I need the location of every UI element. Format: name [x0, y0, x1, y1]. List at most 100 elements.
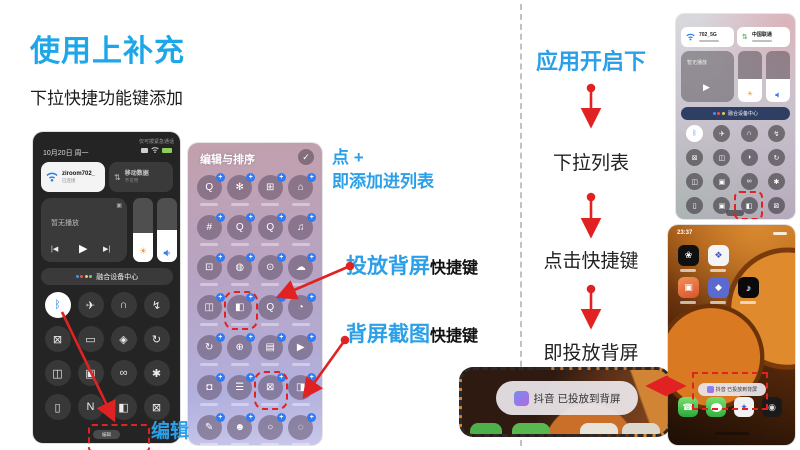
shortcut-cell[interactable]: # +	[194, 213, 225, 255]
quick-toggle-icon[interactable]: ↯	[767, 125, 785, 142]
shortcut-cell[interactable]: ✻ +	[225, 173, 256, 215]
quick-toggle-icon[interactable]: ∩	[110, 292, 137, 318]
shortcut-cell[interactable]: ◧ +	[223, 291, 257, 335]
play-button[interactable]: ▶	[703, 82, 710, 92]
add-plus-badge[interactable]: +	[307, 413, 317, 422]
device-hub-bar[interactable]: 融合设备中心	[681, 107, 790, 120]
volume-slider[interactable]	[766, 51, 790, 102]
add-plus-badge[interactable]: +	[215, 373, 225, 382]
shortcut-cell[interactable]: ▤ +	[255, 333, 286, 375]
add-plus-badge[interactable]: +	[215, 413, 225, 422]
confirm-check-button[interactable]: ✓	[298, 149, 314, 165]
shortcut-cell[interactable]: Q +	[255, 293, 286, 335]
quick-toggle-icon[interactable]: ↯	[143, 292, 170, 318]
app-icon[interactable]: ◆	[708, 277, 729, 298]
add-plus-badge[interactable]: +	[307, 373, 317, 382]
next-button[interactable]: ▶|	[103, 246, 111, 253]
quick-toggle-icon[interactable]: ◈	[110, 326, 137, 352]
media-player-card[interactable]: 暂无播放 ▶	[681, 51, 734, 102]
quick-toggle-icon[interactable]: ∞	[740, 173, 758, 190]
quick-toggle-icon[interactable]: ◑	[740, 149, 758, 166]
volume-slider[interactable]	[157, 198, 177, 262]
shortcut-cell[interactable]: Q +	[225, 213, 256, 255]
shortcut-cell[interactable]: ⊙ +	[255, 253, 286, 295]
wifi-tile[interactable]: 702_5G	[681, 27, 734, 47]
shortcut-cell[interactable]: Q +	[255, 213, 286, 255]
shortcut-cell[interactable]: ♫ +	[286, 213, 317, 255]
quick-toggle-icon[interactable]: ✈	[77, 292, 104, 318]
browser-app-icon[interactable]: ✦	[734, 397, 754, 417]
shortcut-cell[interactable]: ⊡ +	[194, 253, 225, 295]
mobile-data-tile[interactable]: ⇅ 移动数据 不可用	[109, 162, 173, 192]
app-icon[interactable]: ▣	[678, 277, 699, 298]
quick-toggle-icon[interactable]: ∩	[740, 125, 758, 142]
quick-toggle-icon[interactable]: ◫	[686, 173, 704, 190]
add-plus-badge[interactable]: +	[307, 213, 317, 222]
shortcut-cell[interactable]: ☁ +	[286, 253, 317, 295]
quick-toggle-icon[interactable]: ᛒ	[44, 292, 71, 318]
douyin-app-icon[interactable]: ♪	[738, 277, 759, 298]
quick-toggle-icon[interactable]: ✱	[767, 173, 785, 190]
shortcut-cell[interactable]: ◘ +	[194, 373, 225, 415]
add-plus-badge[interactable]: +	[215, 333, 225, 342]
quick-toggle-icon[interactable]: ◫	[44, 360, 71, 386]
add-plus-badge[interactable]: +	[276, 373, 286, 382]
quick-toggle-icon[interactable]: ✈	[713, 125, 731, 142]
add-plus-badge[interactable]: +	[307, 293, 317, 302]
add-plus-badge[interactable]: +	[276, 333, 286, 342]
shortcut-cell[interactable]: ○ +	[255, 413, 286, 445]
quick-toggle-icon[interactable]: N	[77, 394, 104, 420]
quick-toggle-icon[interactable]: ◧	[110, 394, 137, 420]
add-plus-badge[interactable]: +	[215, 253, 225, 262]
add-plus-badge[interactable]: +	[246, 293, 256, 302]
app-icon[interactable]: ❖	[708, 245, 729, 266]
carrier-tile[interactable]: ⇅ 中国联通	[737, 27, 790, 47]
wifi-tile[interactable]: ziroom702_ 已连接	[41, 162, 105, 192]
quick-toggle-icon[interactable]: ∞	[110, 360, 137, 386]
edit-button[interactable]: 编辑	[93, 430, 120, 439]
shortcut-cell[interactable]: ☰ +	[225, 373, 256, 415]
add-plus-badge[interactable]: +	[246, 333, 256, 342]
add-plus-badge[interactable]: +	[215, 293, 225, 302]
quick-toggle-icon[interactable]: ▣	[713, 197, 731, 214]
add-plus-badge[interactable]: +	[215, 213, 225, 222]
quick-toggle-icon[interactable]: ᛒ	[686, 125, 704, 142]
quick-toggle-icon[interactable]: ⊠	[686, 149, 704, 166]
shortcut-cell[interactable]: ⌂ +	[286, 173, 317, 215]
add-plus-badge[interactable]: +	[246, 373, 256, 382]
shortcut-cell[interactable]: ◫ +	[194, 293, 225, 335]
shortcut-cell[interactable]: ◨ +	[286, 373, 317, 415]
add-plus-badge[interactable]: +	[276, 253, 286, 262]
shortcut-cell[interactable]: ✎ +	[194, 413, 225, 445]
quick-toggle-icon[interactable]: ⊠	[44, 326, 71, 352]
quick-toggle-icon[interactable]: ▯	[686, 197, 704, 214]
media-player-card[interactable]: ▣ 暂无播放 |◀ ▶ ▶|	[41, 198, 127, 262]
quick-toggle-icon[interactable]: ▯	[44, 394, 71, 420]
quick-toggle-icon[interactable]: ▭	[77, 326, 104, 352]
play-button[interactable]: ▶	[79, 243, 88, 255]
shortcut-cell[interactable]: ⊠ +	[254, 371, 288, 415]
quick-toggle-icon[interactable]: ↻	[143, 326, 170, 352]
add-plus-badge[interactable]: +	[276, 413, 286, 422]
app-icon[interactable]: ❀	[678, 245, 699, 266]
brightness-slider[interactable]: ☀	[133, 198, 153, 262]
add-plus-badge[interactable]: +	[246, 253, 256, 262]
shortcut-cell[interactable]: ⊕ +	[225, 333, 256, 375]
add-plus-badge[interactable]: +	[307, 333, 317, 342]
add-plus-badge[interactable]: +	[215, 173, 225, 182]
quick-toggle-icon[interactable]: ⊠	[143, 394, 170, 420]
add-plus-badge[interactable]: +	[276, 173, 286, 182]
shortcut-cell[interactable]: ☻ +	[225, 413, 256, 445]
brightness-slider[interactable]: ☀	[738, 51, 762, 102]
add-plus-badge[interactable]: +	[246, 213, 256, 222]
shortcut-cell[interactable]: ◌ +	[286, 413, 317, 445]
shortcut-cell[interactable]: ↻ +	[194, 333, 225, 375]
quick-toggle-icon[interactable]: ◧	[740, 197, 758, 214]
add-plus-badge[interactable]: +	[276, 293, 286, 302]
shortcut-cell[interactable]: ⊞ +	[255, 173, 286, 215]
shortcut-cell[interactable]: Q +	[194, 173, 225, 215]
quick-toggle-icon[interactable]: ◫	[713, 149, 731, 166]
prev-button[interactable]: |◀	[51, 246, 59, 253]
shortcut-cell[interactable]: ◍ +	[225, 253, 256, 295]
quick-toggle-icon[interactable]: ↻	[767, 149, 785, 166]
